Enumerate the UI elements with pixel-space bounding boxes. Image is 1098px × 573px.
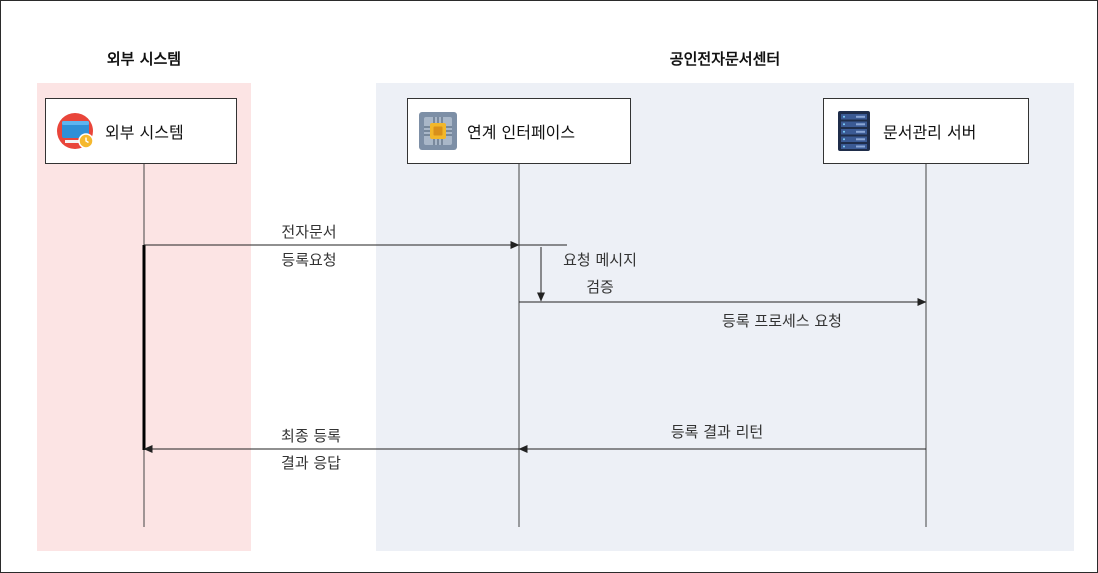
center-lane-title: 공인전자문서센터 [669, 50, 781, 68]
validate-label-line1: 요청 메시지 [563, 251, 637, 269]
server-rack-icon [838, 111, 870, 151]
interface-actor: 연계 인터페이스 [407, 98, 631, 164]
register-request-label-line2: 등록요청 [281, 251, 336, 269]
doc-server-actor: 문서관리 서버 [823, 98, 1029, 164]
register-request-label-line1: 전자문서 [281, 223, 336, 241]
monitor-clock-icon [57, 113, 94, 149]
interface-label: 연계 인터페이스 [467, 123, 576, 142]
doc-server-label: 문서관리 서버 [883, 123, 977, 142]
result-return-label: 등록 결과 리턴 [671, 423, 763, 441]
external-system-label: 외부 시스템 [105, 123, 184, 142]
external-system-actor: 외부 시스템 [45, 98, 237, 164]
final-response-label-line1: 최종 등록 [281, 427, 341, 445]
process-request-label: 등록 프로세스 요청 [722, 312, 842, 330]
final-response-label-line2: 결과 응답 [281, 454, 341, 472]
validate-label-line2: 검증 [586, 278, 614, 296]
chip-icon [419, 112, 457, 150]
external-lane-title: 외부 시스템 [106, 50, 182, 68]
